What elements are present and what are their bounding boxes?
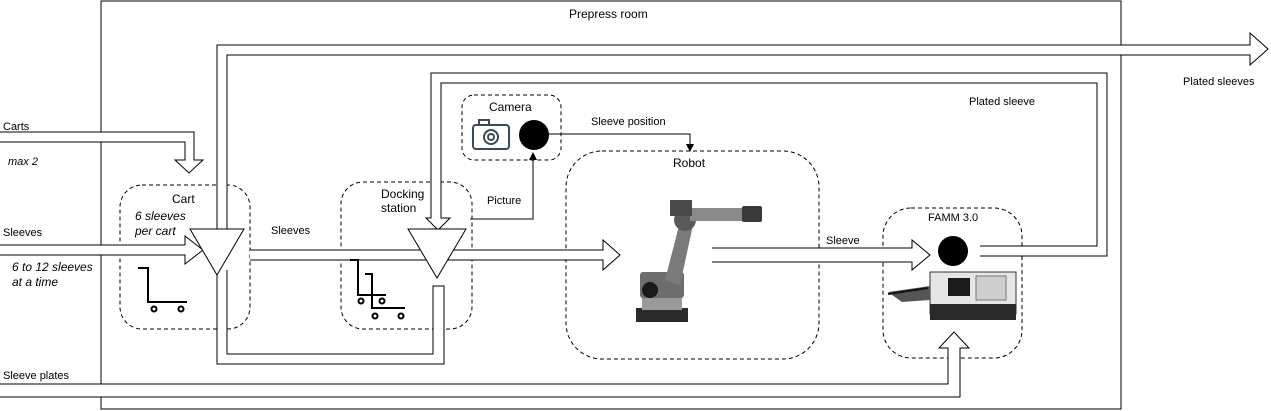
docking-station-box: [340, 181, 473, 330]
sleeve-position-label: Sleeve position: [591, 116, 666, 128]
sleeve-position-line: [548, 133, 691, 146]
sleeve-robot-to-famm-arrow: [712, 238, 931, 272]
picture-arrowhead: [529, 152, 537, 160]
prepress-room-boundary: [100, 0, 1122, 410]
robot-arm-icon: [636, 200, 762, 322]
sleeve-position-arrowhead: [686, 144, 694, 152]
famm-sensor-dot: [938, 236, 968, 266]
plated-sleeve-label: Plated sleeve: [969, 96, 1036, 108]
cart-docking-return-loop: [216, 270, 445, 365]
camera-sensor-dot: [519, 120, 549, 150]
camera-station-box: [461, 94, 562, 161]
cart-icon: [138, 267, 187, 313]
cart-title: Cart: [172, 192, 195, 206]
sleeve-plates-in-arrow: [0, 331, 971, 398]
sleeve-robot-to-famm-label: Sleeve: [826, 235, 860, 247]
plated-sleeves-out-arrow: [216, 31, 1269, 245]
sleeve-plates-in-label: Sleeve plates: [3, 370, 70, 382]
sleeves-cart-to-dock-label: Sleeves: [271, 225, 311, 237]
double-cart-icon: [350, 259, 405, 320]
sleeves-rate-label: 6 to 12 sleeves at a time: [12, 260, 93, 289]
room-title: Prepress room: [569, 7, 648, 21]
camera-title: Camera: [489, 100, 532, 114]
plated-sleeves-out-label: Plated sleeves: [1183, 76, 1255, 88]
picture-label: Picture: [487, 195, 522, 207]
camera-icon: [472, 119, 510, 150]
cart-merge-triangle: [189, 228, 245, 276]
carts-in-label: Carts: [3, 121, 30, 133]
carts-max-label: max 2: [8, 156, 38, 168]
sleeves-in-label: Sleeves: [3, 227, 43, 239]
plate-mounting-machine-icon: [887, 271, 1017, 320]
picture-line: [470, 158, 534, 220]
famm-title: FAMM 3.0: [928, 212, 979, 224]
cart-capacity-label: 6 sleeves per cart: [135, 209, 186, 238]
docking-merge-triangle: [407, 228, 467, 279]
docking-station-title: Docking station: [381, 187, 425, 215]
carts-in-arrow: [0, 131, 205, 174]
robot-title: Robot: [673, 156, 706, 170]
